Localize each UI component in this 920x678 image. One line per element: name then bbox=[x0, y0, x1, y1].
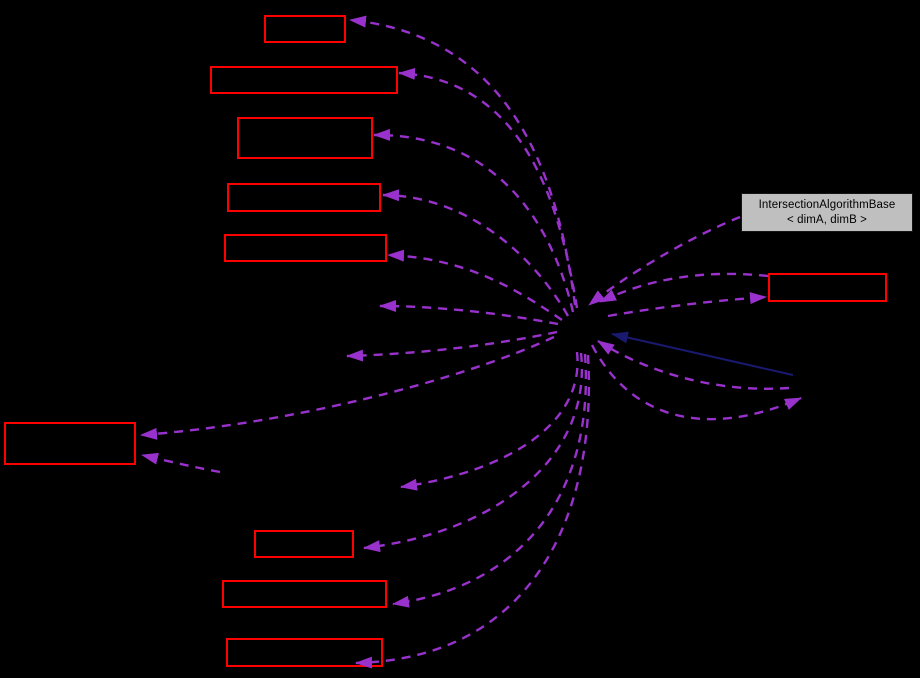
edge-usage bbox=[599, 272, 769, 304]
edge-usage bbox=[379, 300, 559, 326]
class-node[interactable] bbox=[4, 422, 136, 465]
edge-usage bbox=[597, 339, 790, 390]
current-class-template-params: < dimA, dimB > bbox=[786, 213, 867, 226]
edge-usage bbox=[588, 215, 741, 306]
edge-inheritance bbox=[611, 331, 794, 376]
edge-usage bbox=[590, 344, 802, 421]
class-node[interactable] bbox=[768, 273, 887, 302]
edge-usage bbox=[398, 67, 579, 309]
edge-usage bbox=[387, 249, 563, 321]
edge-usage bbox=[400, 351, 579, 491]
class-node[interactable] bbox=[254, 530, 354, 558]
class-node[interactable] bbox=[210, 66, 398, 94]
relation-edges bbox=[140, 15, 802, 669]
class-node[interactable] bbox=[222, 580, 387, 608]
edge-usage bbox=[607, 292, 767, 318]
edge-usage bbox=[140, 335, 555, 440]
class-node[interactable] bbox=[264, 15, 346, 43]
class-node[interactable] bbox=[224, 234, 387, 262]
edge-usage bbox=[382, 189, 570, 317]
class-node[interactable] bbox=[226, 638, 383, 667]
edge-usage bbox=[363, 352, 584, 553]
edge-usage bbox=[349, 15, 577, 306]
class-node[interactable] bbox=[237, 117, 373, 159]
edge-usage bbox=[346, 330, 558, 362]
class-node[interactable] bbox=[227, 183, 381, 212]
edge-usage bbox=[355, 354, 591, 669]
edge-usage bbox=[141, 452, 221, 474]
edge-usage bbox=[392, 353, 588, 608]
current-class-node: IntersectionAlgorithmBase < dimA, dimB > bbox=[741, 193, 913, 232]
current-class-name: IntersectionAlgorithmBase bbox=[758, 199, 896, 211]
class-nodes bbox=[4, 15, 887, 667]
edge-usage bbox=[373, 128, 575, 313]
